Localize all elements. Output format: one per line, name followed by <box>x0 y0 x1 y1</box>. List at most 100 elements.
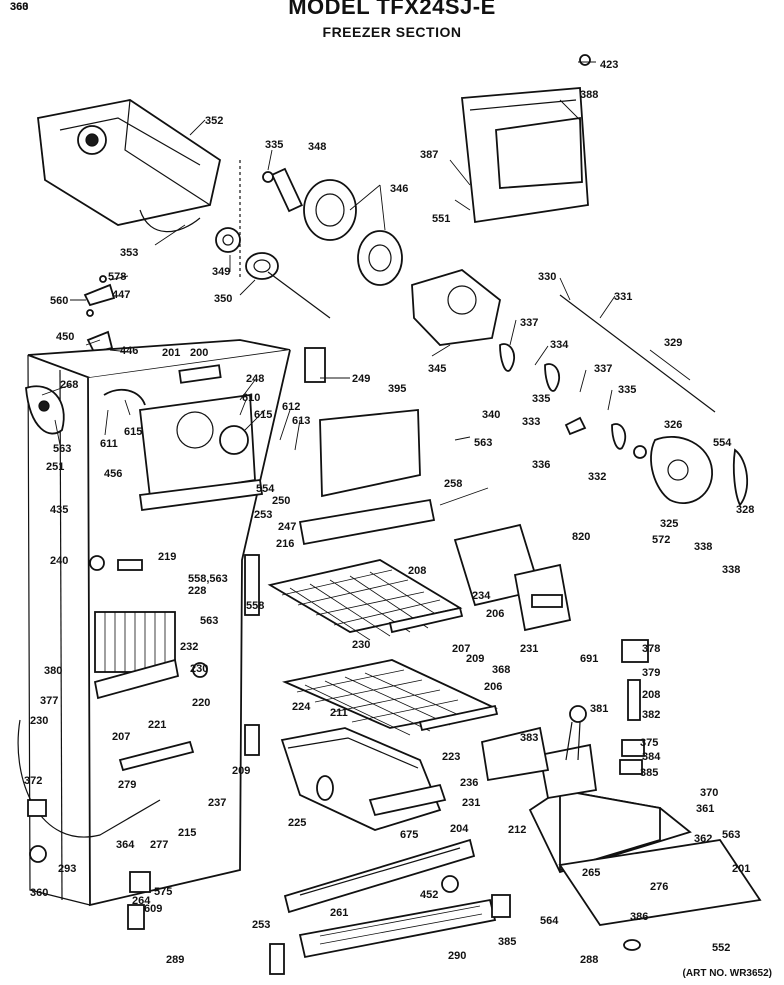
ice-maker-820 <box>453 523 572 632</box>
part-number-label: 236 <box>460 777 478 789</box>
part-number-label: 221 <box>148 719 166 731</box>
part-number-label: 293 <box>58 863 76 875</box>
part-number-label: 395 <box>388 383 406 395</box>
part-number-label: 335 <box>618 384 636 396</box>
part-number-label: 264 <box>132 895 151 907</box>
part-number-label: 251 <box>46 461 64 473</box>
part-number-label: 362 <box>694 833 712 845</box>
part-number-label: 253 <box>254 509 272 521</box>
part-number-label: 423 <box>600 59 618 71</box>
part-number-label: 563 <box>474 437 492 449</box>
cover-258 <box>298 498 436 546</box>
part-number-label: 250 <box>272 495 290 507</box>
part-number-label: 265 <box>582 867 600 879</box>
shelf-lower-206 <box>282 659 499 736</box>
part-number-label: 378 <box>642 643 660 655</box>
part-number-label: 612 <box>282 401 300 413</box>
part-number-label: 224 <box>292 701 311 713</box>
part-number-label: 346 <box>390 183 408 195</box>
leader-lines <box>41 61 691 506</box>
panel-395 <box>319 409 421 498</box>
part-number-label: 326 <box>664 419 682 431</box>
part-number-label: 206 <box>484 681 502 693</box>
part-number-label: 554 <box>256 483 275 495</box>
part-number-label: 385 <box>498 936 516 948</box>
control-box <box>480 726 762 926</box>
auger-parts <box>215 160 403 319</box>
part-number-label: 225 <box>288 817 306 829</box>
part-number-label: 450 <box>56 331 74 343</box>
part-number-label: 691 <box>580 653 598 665</box>
ice-bucket-352 <box>37 99 222 233</box>
small-components <box>565 639 649 775</box>
part-number-label: 204 <box>450 823 469 835</box>
part-number-label: 216 <box>276 538 294 550</box>
part-number-label: 230 <box>352 639 370 651</box>
part-number-label: 382 <box>642 709 660 721</box>
part-number-label: 201 <box>162 347 180 359</box>
part-number-label: 572 <box>652 534 670 546</box>
part-number-label: 364 <box>116 839 135 851</box>
part-number-label: 383 <box>520 732 538 744</box>
part-number-label: 360 <box>10 1 28 13</box>
part-number-label: 340 <box>482 409 500 421</box>
part-number-label: 446 <box>120 345 138 357</box>
part-number-label: 558,563 <box>188 573 228 585</box>
part-number-label: 335 <box>532 393 550 405</box>
part-number-label: 337 <box>520 317 538 329</box>
part-number-label: 375 <box>640 737 658 749</box>
part-number-label: 348 <box>308 141 326 153</box>
part-number-label: 345 <box>428 363 446 375</box>
part-number-label: 563 <box>722 829 740 841</box>
part-number-label: 231 <box>520 643 538 655</box>
part-number-label: 575 <box>154 886 172 898</box>
part-number-label: 328 <box>736 504 754 516</box>
part-number-label: 230 <box>30 715 48 727</box>
part-number-label: 288 <box>580 954 598 966</box>
part-number-label: 209 <box>466 653 484 665</box>
part-number-label: 207 <box>452 643 470 655</box>
part-number-label: 615 <box>124 426 142 438</box>
part-number-label: 247 <box>278 521 296 533</box>
part-number-label: 201 <box>732 863 750 875</box>
part-number-label: 388 <box>580 89 598 101</box>
part-number-label: 558 <box>246 600 264 612</box>
part-number-label: 330 <box>538 271 556 283</box>
part-number-label: 248 <box>246 373 264 385</box>
part-number-label: 610 <box>242 392 260 404</box>
part-number-label: 332 <box>588 471 606 483</box>
part-number-label: 384 <box>642 751 661 763</box>
part-number-label: 325 <box>660 518 678 530</box>
model-title: MODEL TFX24SJ-E <box>288 0 496 19</box>
grille-288 <box>298 898 497 959</box>
part-number-label: 249 <box>352 373 370 385</box>
part-number-label: 234 <box>472 590 491 602</box>
part-number-label: 564 <box>540 915 559 927</box>
part-number-label: 363 <box>10 1 28 13</box>
part-number-label: 386 <box>630 911 648 923</box>
part-number-label: 336 <box>532 459 550 471</box>
part-number-label: 560 <box>50 295 68 307</box>
rail-277 <box>283 838 476 914</box>
part-number-label: 230 <box>190 663 208 675</box>
fan-housing <box>103 388 264 512</box>
part-number-label: 237 <box>208 797 226 809</box>
part-number-label: 368 <box>492 664 510 676</box>
control-linkage <box>499 294 749 507</box>
part-number-label: 447 <box>112 289 130 301</box>
part-number-label: 206 <box>486 608 504 620</box>
part-number-label: 268 <box>60 379 78 391</box>
part-number-label: 372 <box>24 775 42 787</box>
part-number-label: 820 <box>572 531 590 543</box>
part-number-label: 613 <box>292 415 310 427</box>
part-number-label: 578 <box>108 271 126 283</box>
part-number-label: 338 <box>694 541 712 553</box>
ice-bin-211 <box>280 727 447 831</box>
shelf-upper-206 <box>267 559 464 641</box>
part-number-label: 352 <box>205 115 223 127</box>
part-number-label: 452 <box>420 889 438 901</box>
part-number-label: 261 <box>330 907 348 919</box>
part-number-label: 208 <box>408 565 426 577</box>
part-number-label: 334 <box>550 339 569 351</box>
